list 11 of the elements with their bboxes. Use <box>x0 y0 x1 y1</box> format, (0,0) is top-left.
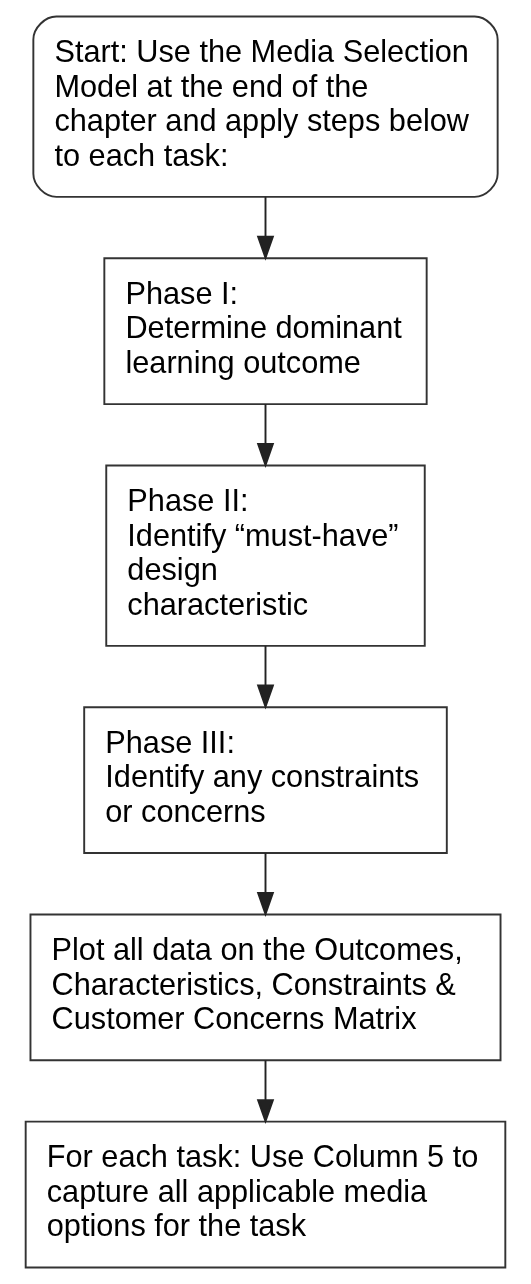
arrow <box>256 1059 275 1125</box>
arrow <box>256 403 275 468</box>
node-box: For each task: Use Column 5 to capture all applicable media options for the task <box>24 1120 507 1269</box>
arrow <box>256 852 275 917</box>
node-box: Start: Use the Media Selection Model at the end of the chapter and apply steps below to each task: <box>32 15 499 198</box>
node-box: Phase I: Determine dominant learning outcome <box>103 257 428 406</box>
arrow <box>256 645 275 710</box>
arrow <box>256 196 275 261</box>
node-box: Plot all data on the Outcomes, Characteristics, Constraints & Customer Concerns Matrix <box>29 913 502 1062</box>
node-box: Phase II: Identify “must-have” design characteristic <box>105 464 426 647</box>
node-box: Phase III: Identify any constraints or concerns <box>83 706 448 854</box>
